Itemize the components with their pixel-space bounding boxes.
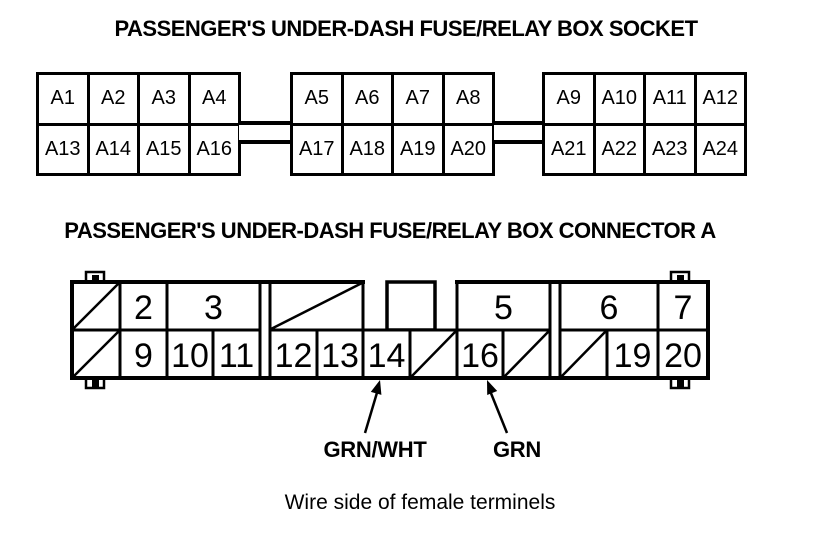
socket-cell: A22 — [595, 125, 643, 173]
socket-link-bar — [239, 121, 292, 144]
caption: Wire side of female terminels — [284, 491, 556, 514]
keying-tab — [385, 280, 437, 332]
terminal-number: 19 — [614, 337, 652, 375]
socket-cell: A21 — [545, 125, 593, 173]
grn-label: GRN — [493, 437, 541, 462]
socket-title: PASSENGER'S UNDER-DASH FUSE/RELAY BOX SO… — [114, 16, 698, 41]
socket-cell: A12 — [696, 75, 744, 123]
diagonal-mark — [72, 330, 120, 378]
socket-cell: A6 — [343, 75, 391, 123]
socket-link-bar — [494, 121, 544, 144]
terminal-number: 11 — [219, 337, 254, 375]
socket-cell: A13 — [39, 125, 87, 173]
socket-cell: A8 — [444, 75, 492, 123]
diagonal-mark — [270, 281, 363, 331]
socket-cell: A16 — [190, 125, 238, 173]
socket-cell: A10 — [595, 75, 643, 123]
terminal-number: 16 — [461, 337, 499, 375]
socket-cell: A4 — [190, 75, 238, 123]
socket-cell: A24 — [696, 125, 744, 173]
diagonal-mark — [72, 282, 120, 330]
socket-cell: A11 — [646, 75, 694, 123]
terminal-number: 9 — [134, 337, 153, 375]
terminal-number: 10 — [171, 337, 209, 375]
socket-grid-1: A1 A2 A3 A4 A13 A14 A15 A16 — [36, 72, 241, 176]
terminal-number: 3 — [204, 289, 223, 327]
socket-cell: A15 — [140, 125, 188, 173]
socket-cell: A18 — [343, 125, 391, 173]
socket-cell: A9 — [545, 75, 593, 123]
socket-cell: A3 — [140, 75, 188, 123]
terminal-number: 5 — [494, 289, 513, 327]
grn-wht-label: GRN/WHT — [323, 437, 427, 462]
socket-cell: A19 — [394, 125, 442, 173]
grn-arrow — [487, 380, 509, 434]
terminal-13 — [315, 328, 365, 380]
terminal-11 — [211, 328, 262, 380]
diagonal-mark — [503, 330, 550, 378]
socket-cell: A14 — [89, 125, 137, 173]
connector-title: PASSENGER'S UNDER-DASH FUSE/RELAY BOX CO… — [64, 218, 716, 243]
terminal-number: 6 — [600, 289, 619, 327]
connector-outline — [70, 280, 710, 380]
grn-wht-arrow — [363, 380, 382, 434]
socket-cell: A7 — [394, 75, 442, 123]
terminal-number: 2 — [134, 289, 153, 327]
diagonal-mark — [410, 330, 457, 378]
terminal-number: 12 — [275, 337, 313, 375]
terminal-number: 13 — [321, 337, 359, 375]
socket-cell: A20 — [444, 125, 492, 173]
socket-cell: A17 — [293, 125, 341, 173]
socket-grid-2: A5 A6 A7 A8 A17 A18 A19 A20 — [290, 72, 495, 176]
terminal-number: 20 — [664, 337, 702, 375]
socket-cell: A5 — [293, 75, 341, 123]
diagonal-mark — [560, 330, 607, 378]
terminal-number: 7 — [674, 289, 693, 327]
socket-cell: A23 — [646, 125, 694, 173]
terminal-number: 14 — [368, 337, 406, 375]
socket-cell: A1 — [39, 75, 87, 123]
socket-grid-3: A9 A10 A11 A12 A21 A22 A23 A24 — [542, 72, 747, 176]
socket-cell: A2 — [89, 75, 137, 123]
